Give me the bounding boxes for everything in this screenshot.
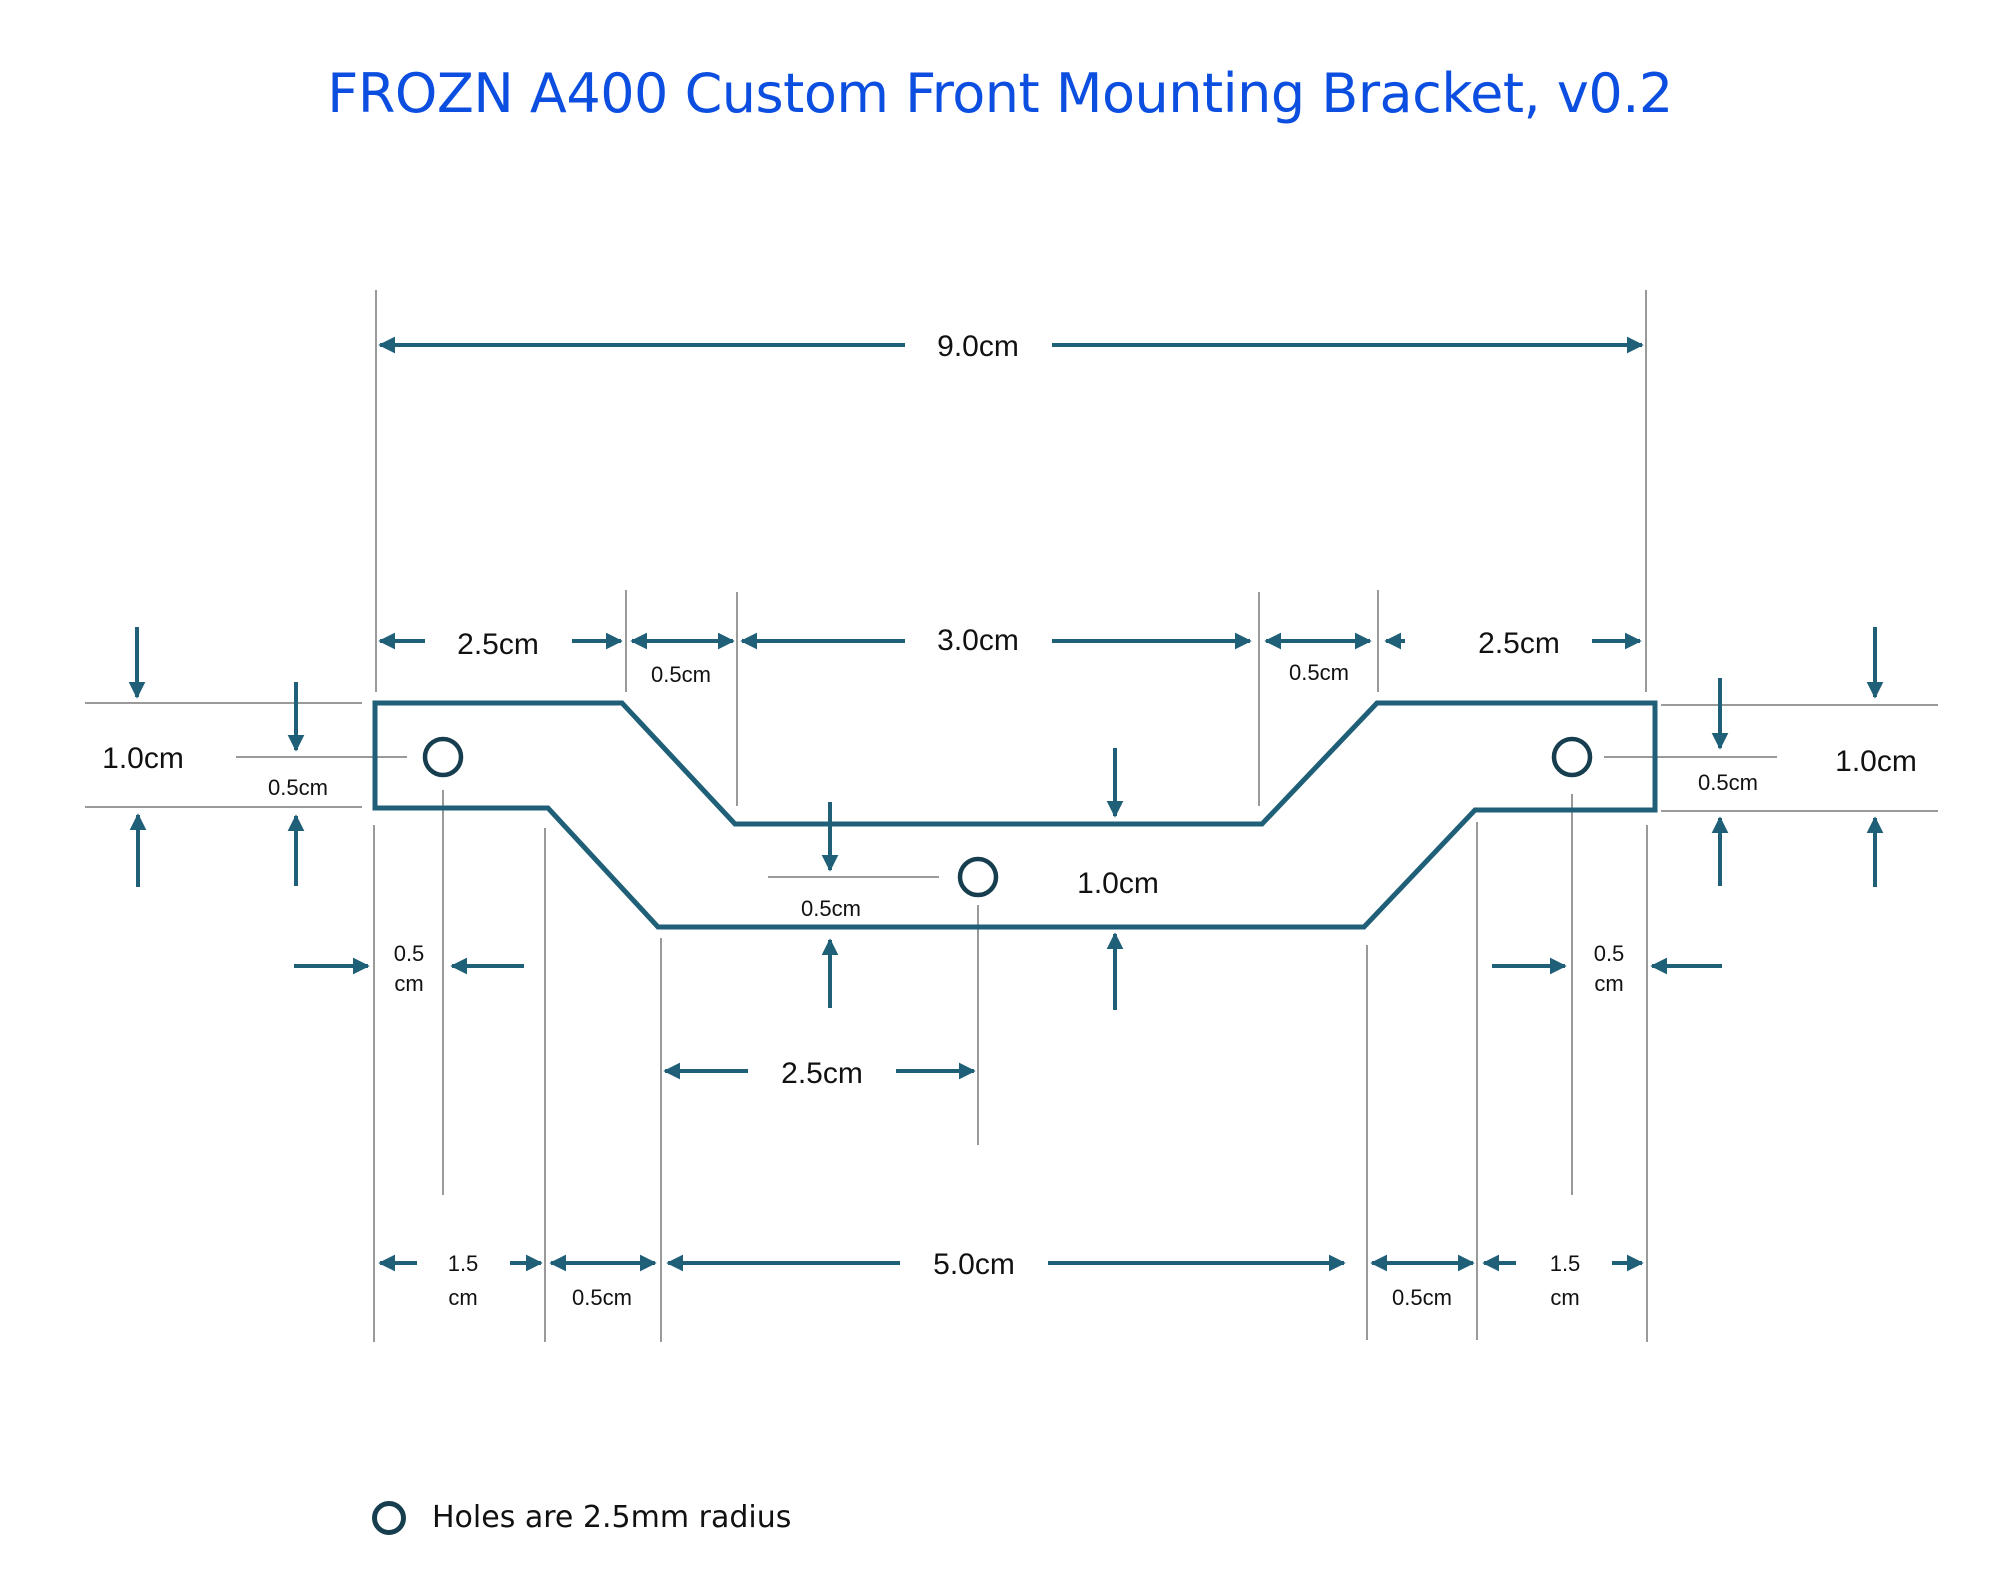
dim-center-hole-from-left: 2.5cm <box>781 1057 863 1090</box>
dim-right-hole-offset: 0.5cm <box>1698 770 1758 795</box>
extension-lines <box>85 290 1938 1342</box>
dim-center-height: 1.0cm <box>1077 867 1159 900</box>
dim-bottom-right-unit: cm <box>1550 1285 1579 1310</box>
dim-bottom-center: 5.0cm <box>933 1248 1015 1281</box>
dim-bottom-left-value: 1.5 <box>448 1251 479 1276</box>
hole-right <box>1551 736 1593 778</box>
drawing-title: FROZN A400 Custom Front Mounting Bracket… <box>327 62 1673 125</box>
legend: Holes are 2.5mm radius <box>372 1500 791 1535</box>
dim-top-left-taper: 0.5cm <box>651 662 711 687</box>
dim-left-hole-inset-value: 0.5 <box>394 941 425 966</box>
dimension-arrows <box>128 336 1884 1272</box>
dim-overall-width: 9.0cm <box>937 330 1019 363</box>
dim-right-height: 1.0cm <box>1835 745 1917 778</box>
dim-right-hole-inset-unit: cm <box>1594 971 1623 996</box>
dim-top-right-flange: 2.5cm <box>1478 627 1560 660</box>
dim-bottom-left-taper: 0.5cm <box>572 1285 632 1310</box>
dim-right-hole-inset-value: 0.5 <box>1594 941 1625 966</box>
hole-circle-icon <box>372 1500 406 1535</box>
bracket-outline <box>372 700 1658 930</box>
dim-top-center: 3.0cm <box>937 624 1019 657</box>
dim-left-hole-offset: 0.5cm <box>268 775 328 800</box>
legend-text: Holes are 2.5mm radius <box>432 1500 792 1535</box>
dim-bottom-right-value: 1.5 <box>1550 1251 1581 1276</box>
dim-left-height: 1.0cm <box>102 742 184 775</box>
dim-bottom-right-taper: 0.5cm <box>1392 1285 1452 1310</box>
dim-top-left-flange: 2.5cm <box>457 628 539 661</box>
dim-left-hole-inset-unit: cm <box>394 971 423 996</box>
hole-left <box>422 736 464 778</box>
dim-top-right-taper: 0.5cm <box>1289 660 1349 685</box>
dim-bottom-left-unit: cm <box>448 1285 477 1310</box>
hole-center <box>957 856 999 898</box>
dim-center-hole-offset: 0.5cm <box>801 896 861 921</box>
